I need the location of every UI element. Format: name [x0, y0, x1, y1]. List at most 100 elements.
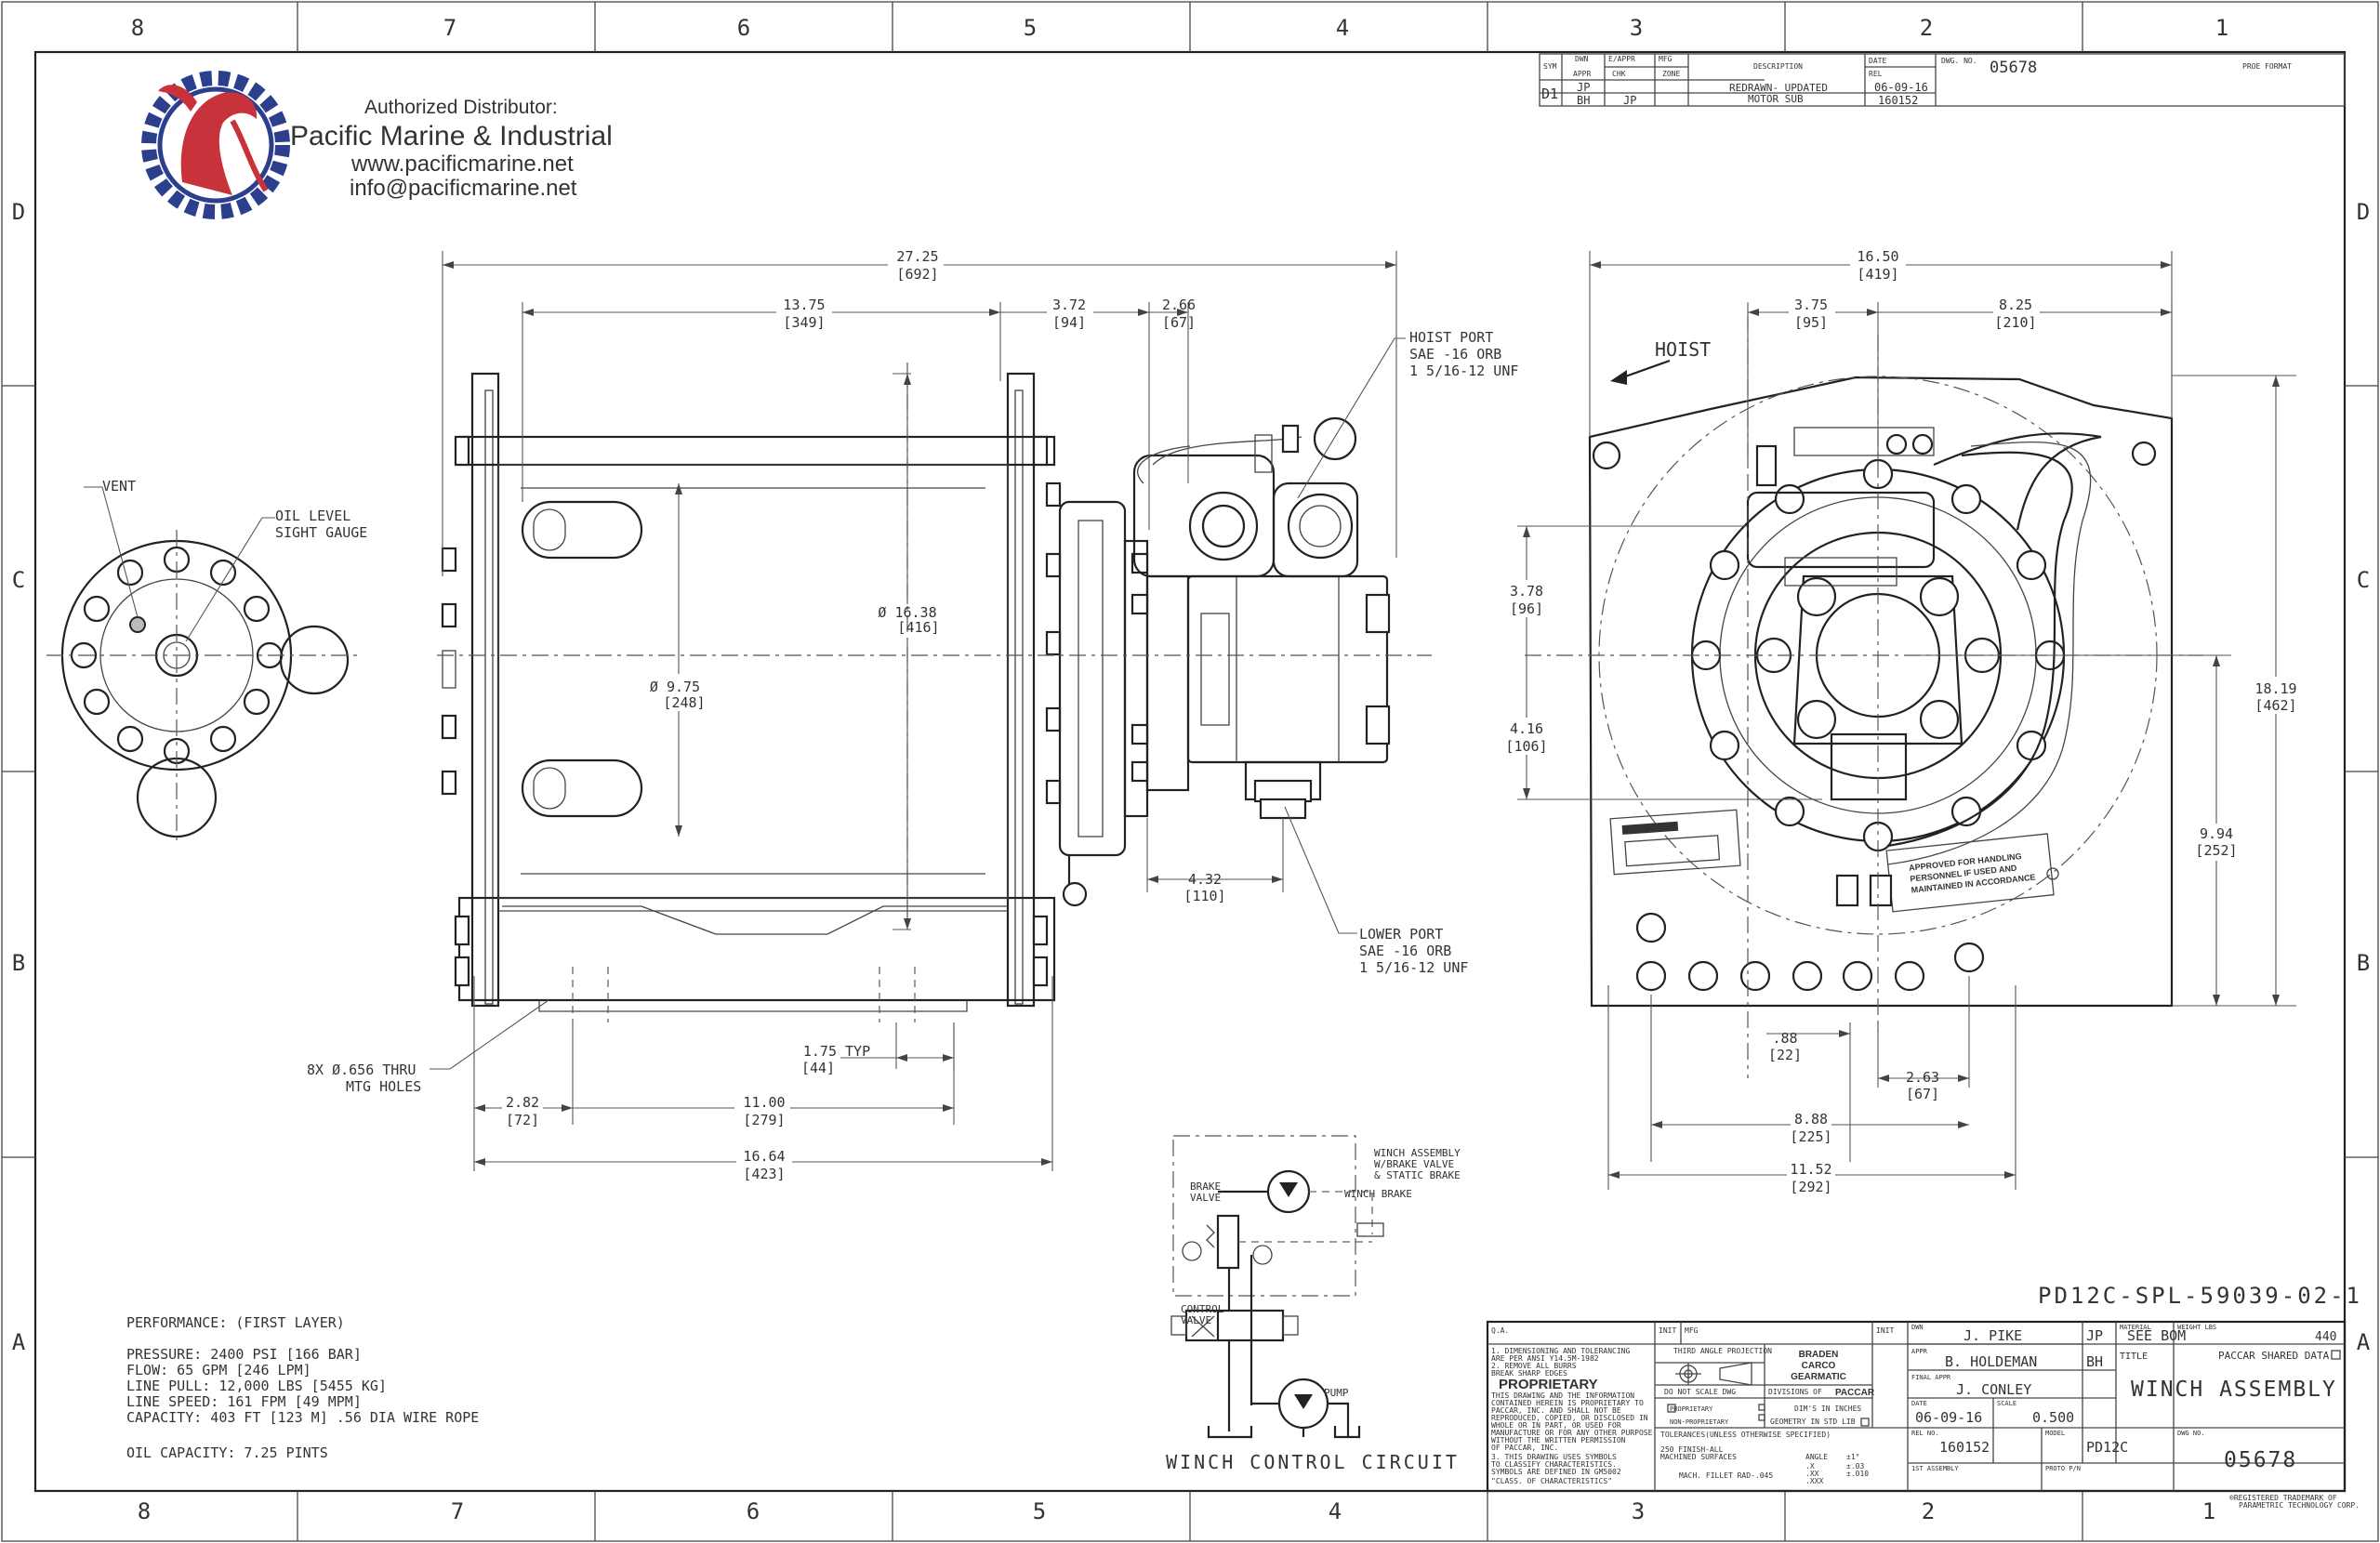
- dim-11-52: 11.52: [1790, 1161, 1831, 1178]
- rev-dwg-no: 05678: [1990, 59, 2037, 77]
- performance-line-2: FLOW: 65 GPM [246 LPM]: [126, 1362, 311, 1378]
- dim-11-00: 11.00: [743, 1094, 785, 1111]
- tb-rel: 160152: [1939, 1439, 1990, 1456]
- part-number: PD12C-SPL-59039-02-1: [2038, 1283, 2362, 1309]
- tb-divisions: DIVISIONS OF: [1768, 1388, 1822, 1396]
- mtg-holes-1: 8X Ø.656 THRU: [307, 1062, 416, 1078]
- tb-prop-1: THIS DRAWING AND THE INFORMATION: [1491, 1391, 1634, 1400]
- tb-weight: 440: [2315, 1330, 2336, 1344]
- lower-port-3: 1 5/16-12 UNF: [1359, 959, 1468, 976]
- circuit-pump: PUMP: [1324, 1387, 1349, 1399]
- zone-right-a: A: [2357, 1329, 2371, 1355]
- performance-line-4: LINE SPEED: 161 FPM [49 MPM]: [126, 1393, 362, 1410]
- rev-hdr-desc: DESCRIPTION: [1753, 62, 1803, 71]
- dim-dia-16-38-mm: [416]: [897, 619, 939, 636]
- performance-heading: PERFORMANCE: (FIRST LAYER): [126, 1314, 345, 1331]
- hoist-port-2: SAE -16 ORB: [1409, 346, 1501, 363]
- end-view-right: [1525, 316, 2203, 1078]
- tb-do-not-scale: DO NOT SCALE DWG: [1664, 1388, 1736, 1396]
- zone-left-b: B: [12, 950, 25, 976]
- distributor-label: Authorized Distributor:: [364, 97, 558, 118]
- tb-prop-12: "CLASS. OF CHARACTERISTICS": [1491, 1477, 1612, 1485]
- dim-8-25: 8.25: [1999, 297, 2032, 313]
- tb-prop-opt-2: NON-PROPRIETARY: [1670, 1418, 1729, 1426]
- zone-left-a: A: [12, 1329, 26, 1355]
- side-view-callouts: HOIST PORT SAE -16 ORB 1 5/16-12 UNF LOW…: [307, 329, 1518, 1095]
- tb-proto: PROTO P/N: [2045, 1465, 2081, 1472]
- tb-prop-4: REPRODUCED, COPIED, OR DISCLOSED IN: [1491, 1414, 1648, 1422]
- tb-paccar: PACCAR: [1835, 1388, 1875, 1398]
- zone-top-6: 6: [737, 15, 750, 41]
- dim-4-32-mm: [110]: [1183, 888, 1225, 904]
- tb-dims-note-1: DIM'S IN INCHES: [1794, 1405, 1861, 1413]
- end-view-small: [46, 486, 363, 846]
- tb-trademark-2: PARAMETRIC TECHNOLOGY CORP.: [2239, 1501, 2360, 1510]
- hoist-port-3: 1 5/16-12 UNF: [1409, 363, 1518, 379]
- dim-16-50-mm: [419]: [1857, 266, 1898, 283]
- end-view-dimensions: 16.50 [419] 3.75 [95] 8.25 [210] 3.78 [9…: [1502, 248, 2300, 1195]
- tb-company-1: BRADEN: [1799, 1350, 1839, 1360]
- side-view-winch: [437, 363, 1432, 1022]
- tb-prop-6: MANUFACTURE OR FOR ANY OTHER PURPOSE: [1491, 1429, 1653, 1437]
- rev-hdr-appr: APPR: [1573, 70, 1591, 78]
- performance-line-5: CAPACITY: 403 FT [123 M] .56 DIA WIRE RO…: [126, 1409, 479, 1426]
- winch-control-circuit: [1170, 1135, 1384, 1439]
- dim-3-72: 3.72: [1052, 297, 1086, 313]
- dim-3-78: 3.78: [1510, 583, 1543, 600]
- dim-2-66: 2.66: [1162, 297, 1196, 313]
- dim-dia-9-75: Ø 9.75: [650, 679, 700, 695]
- dim-2-66-mm: [67]: [1162, 314, 1196, 331]
- tb-finish-2: MACHINED SURFACES: [1660, 1453, 1737, 1461]
- tb-first-assy: 1ST ASSEMBLY: [1911, 1465, 1959, 1472]
- drawing-border: [33, 50, 2347, 1493]
- circuit-labels: WINCH ASSEMBLY W/BRAKE VALVE & STATIC BR…: [1181, 1147, 1461, 1399]
- rev-hdr-dwgno: DWG. NO.: [1941, 57, 1977, 65]
- tb-prop-9: 3. THIS DRAWING USES SYMBOLS: [1491, 1453, 1617, 1461]
- tb-appr-init: BH: [2086, 1353, 2103, 1370]
- performance-oil: OIL CAPACITY: 7.25 PINTS: [126, 1444, 328, 1461]
- rev-hdr-mfg: MFG: [1659, 55, 1673, 63]
- dim-27-25-mm: [692]: [896, 266, 938, 283]
- tb-weight-label: WEIGHT LBS: [2177, 1324, 2216, 1331]
- rev-hdr-rel: REL: [1869, 70, 1883, 78]
- zone-bot-3: 3: [1632, 1498, 1645, 1524]
- callout-oil-level-2: SIGHT GAUGE: [275, 524, 367, 541]
- tb-dwn-label: DWN: [1911, 1324, 1924, 1331]
- zone-top-7: 7: [443, 15, 456, 41]
- performance-notes: PERFORMANCE: (FIRST LAYER) PRESSURE: 240…: [126, 1314, 479, 1461]
- dim-8-25-mm: [210]: [1994, 314, 2036, 331]
- hoist-direction-arrow: HOIST: [1610, 338, 1711, 385]
- dim-dia-9-75-mm: [248]: [663, 694, 705, 711]
- zone-top-8: 8: [131, 15, 144, 41]
- dim-3-75-mm: [95]: [1794, 314, 1828, 331]
- tb-scale: 0.500: [2032, 1409, 2074, 1426]
- rev-desc-1: REDRAWN- UPDATED: [1729, 82, 1828, 94]
- dim-3-75: 3.75: [1794, 297, 1828, 313]
- circuit-control-valve-1: CONTROL: [1181, 1303, 1224, 1315]
- circuit-winch-assembly-1: WINCH ASSEMBLY: [1374, 1147, 1461, 1159]
- dim-9-94-mm: [252]: [2195, 842, 2237, 859]
- dim-11-52-mm: [292]: [1790, 1179, 1831, 1195]
- tb-dims-note-2: GEOMETRY IN STD LIB: [1770, 1418, 1856, 1426]
- circuit-brake-valve-2: VALVE: [1190, 1192, 1221, 1204]
- rev-dwn: JP: [1577, 81, 1590, 94]
- dim-4-16: 4.16: [1510, 720, 1543, 737]
- hoist-label: HOIST: [1655, 338, 1711, 361]
- dim-2-63-mm: [67]: [1906, 1086, 1939, 1102]
- dim-4-32: 4.32: [1188, 871, 1222, 888]
- performance-line-1: PRESSURE: 2400 PSI [166 BAR]: [126, 1346, 362, 1363]
- dim-27-25: 27.25: [896, 248, 938, 265]
- zone-right-c: C: [2357, 567, 2370, 593]
- zone-right-b: B: [2357, 950, 2370, 976]
- zone-bot-8: 8: [138, 1498, 151, 1524]
- rev-hdr-dwn: DWN: [1575, 55, 1589, 63]
- dim-88-mm: [22]: [1768, 1047, 1802, 1063]
- rev-rel: 160152: [1878, 94, 1918, 107]
- rev-chk: JP: [1623, 94, 1636, 107]
- lower-port-2: SAE -16 ORB: [1359, 943, 1451, 959]
- rev-hdr-sym: SYM: [1543, 62, 1557, 71]
- tb-appr-label: APPR: [1911, 1348, 1928, 1355]
- dim-2-82: 2.82: [506, 1094, 539, 1111]
